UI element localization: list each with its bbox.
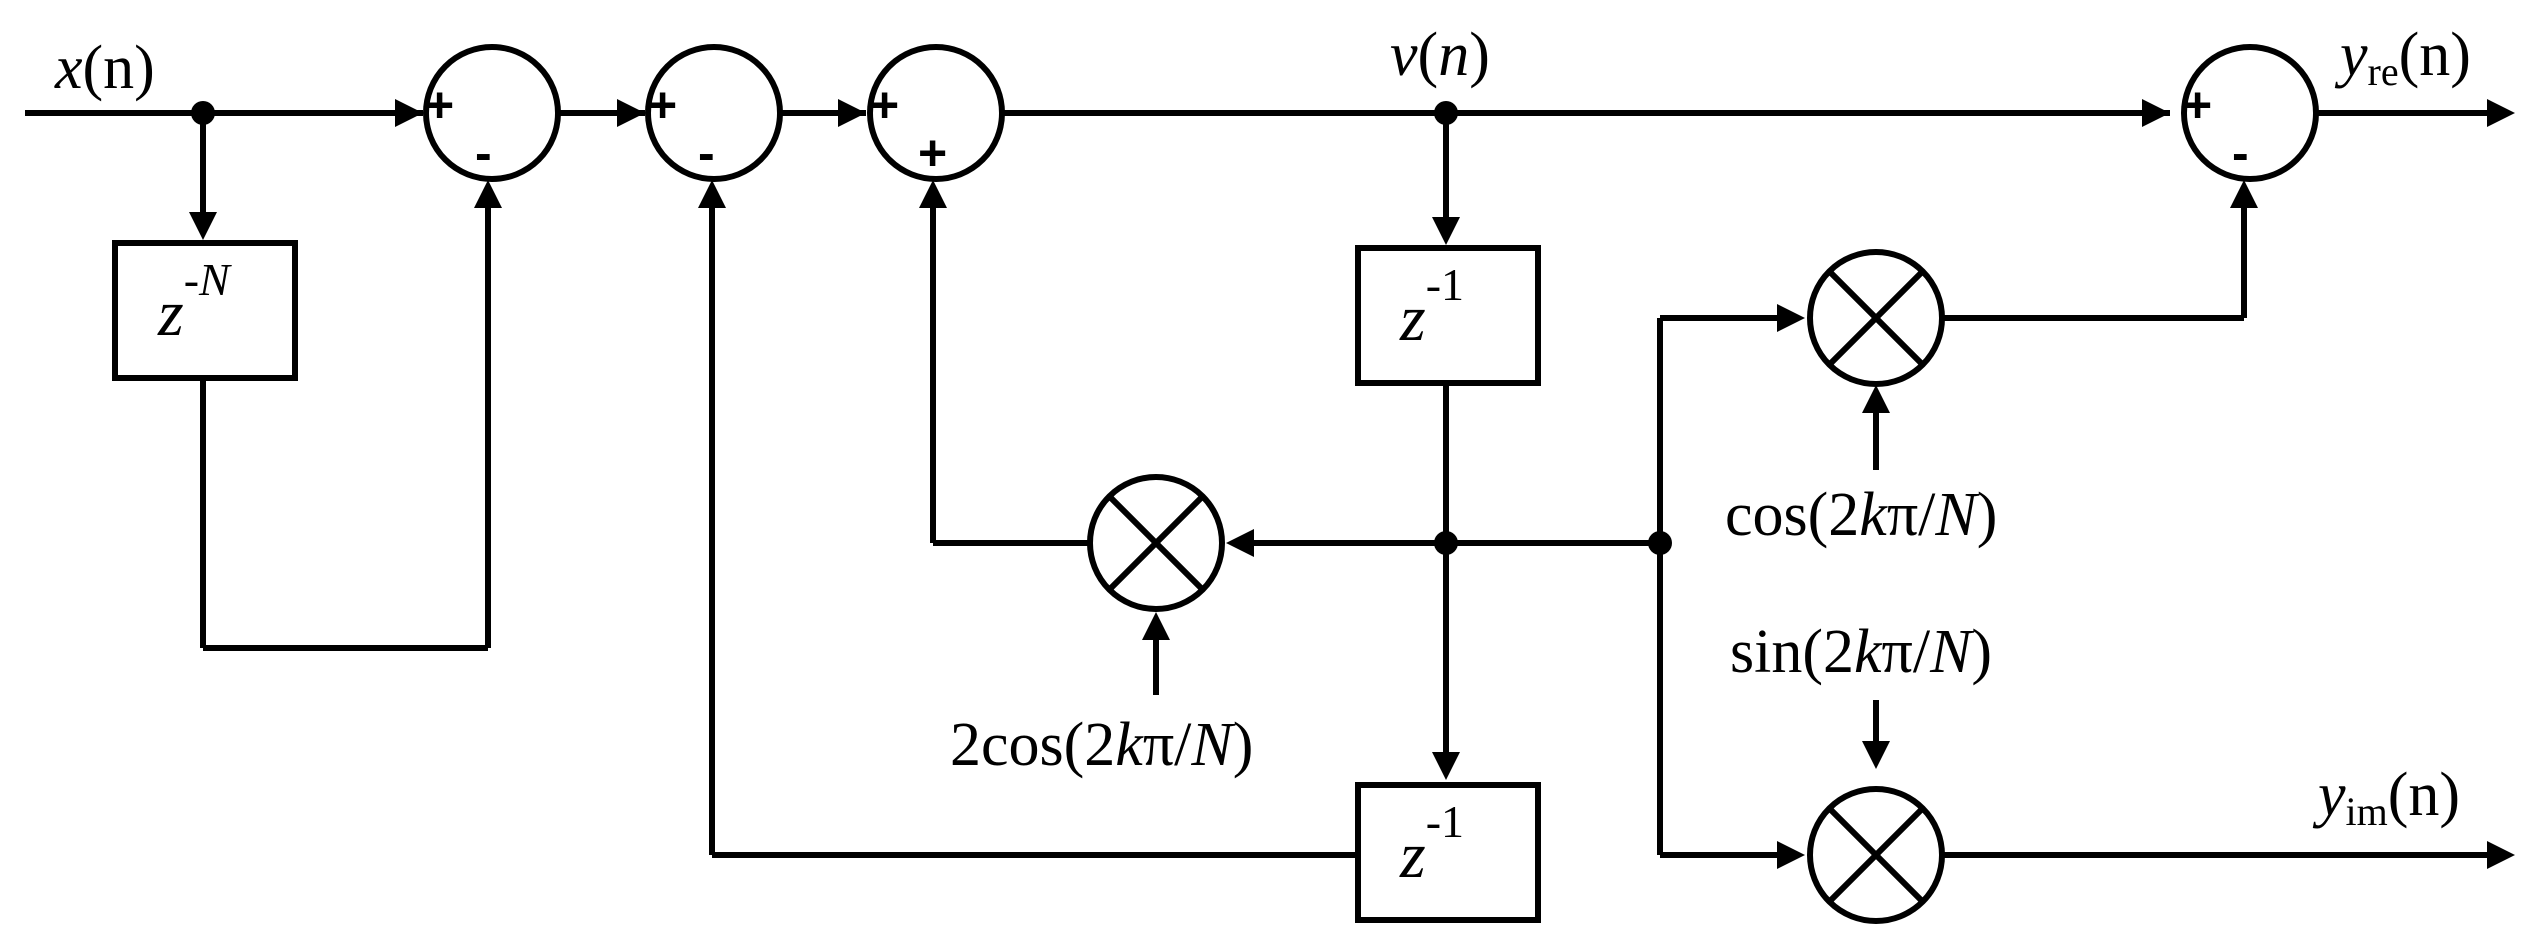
sum2-sign-minus: -: [698, 125, 715, 181]
multiplier-feedback: [1087, 474, 1225, 612]
coef-feedback-label: 2cos(2kπ/N): [950, 711, 1253, 779]
delay1a-exp: -1: [1426, 259, 1464, 310]
junction-dot-right: [1648, 531, 1672, 555]
delay1b-exp: -1: [1426, 796, 1464, 847]
junction-dot-mid: [1434, 531, 1458, 555]
delay-block-1b: z-1: [1355, 782, 1541, 923]
sum2-sign-plus: +: [648, 77, 677, 133]
sum1-sign-minus: -: [475, 125, 492, 181]
delayN-base: z: [157, 277, 184, 350]
sum-junction-1: + -: [423, 44, 561, 182]
junction-dot-v: [1434, 101, 1458, 125]
arrowheads: [189, 99, 2515, 869]
label-x-n: x(n): [54, 34, 155, 102]
delay1b-base: z: [1399, 819, 1426, 892]
junction-dot-x: [191, 101, 215, 125]
delay-block-1a: z-1: [1355, 245, 1541, 386]
delay1a-base: z: [1399, 282, 1426, 355]
coef-cos-label: cos(2kπ/N): [1725, 481, 1997, 549]
label-v-n: v(n): [1390, 21, 1490, 89]
label-y-re: yre(n): [2334, 21, 2471, 94]
sum1-sign-plus: +: [425, 77, 454, 133]
coef-sin-label: sin(2kπ/N): [1730, 618, 1992, 686]
multiplier-cos: [1807, 249, 1945, 387]
svg-text:z-1: z-1: [1399, 796, 1464, 892]
sum-junction-4: + -: [2181, 44, 2319, 182]
svg-text:z-1: z-1: [1399, 259, 1464, 355]
delay-block-N: z-N: [112, 240, 298, 381]
sum3-sign-plus-b: +: [918, 125, 947, 181]
multiplier-sin: [1807, 786, 1945, 924]
sum3-sign-plus-a: +: [870, 77, 899, 133]
sum4-sign-plus: +: [2183, 77, 2212, 133]
sum-junction-2: + -: [645, 44, 783, 182]
sum-junction-3: + +: [867, 44, 1005, 182]
sum4-sign-minus: -: [2232, 125, 2249, 181]
label-y-im: yim(n): [2312, 761, 2460, 834]
svg-text:z-N: z-N: [157, 254, 232, 350]
delayN-exp: -N: [184, 254, 232, 305]
